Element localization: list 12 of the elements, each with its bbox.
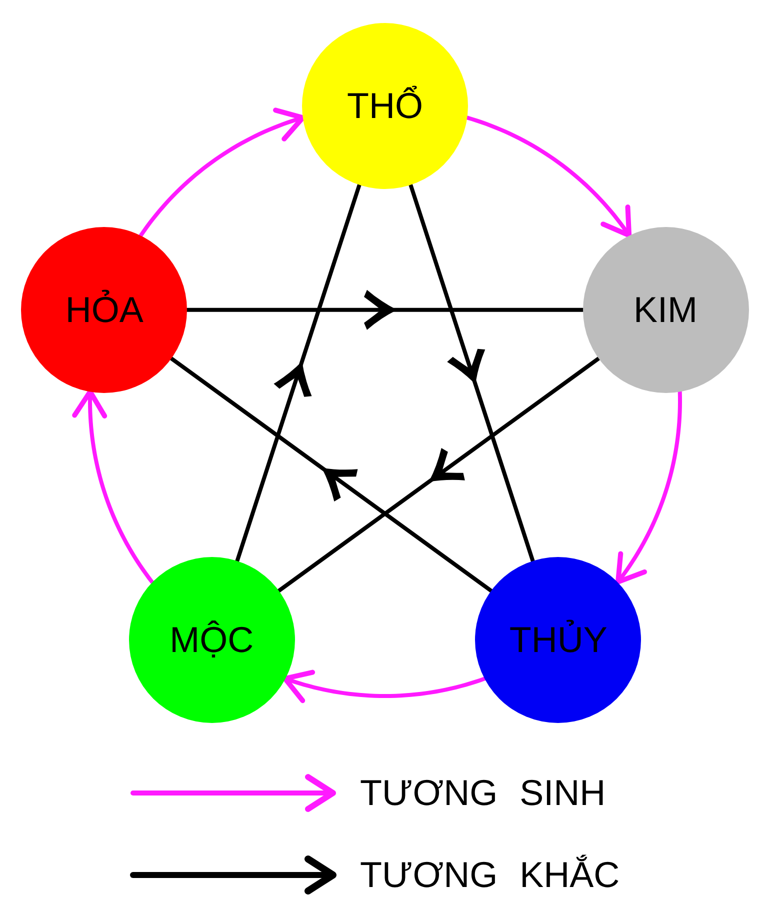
node-label: KIM (634, 289, 698, 331)
curved-arrow (72, 389, 154, 584)
node-label: THỦY (509, 618, 608, 660)
curved-arrow (138, 108, 306, 238)
legend-label: TƯƠNG SINH (360, 772, 606, 814)
node-label: THỔ (347, 85, 423, 127)
curved-arrow (616, 390, 682, 584)
node-label: HỎA (65, 289, 144, 331)
legend-label: TƯƠNG KHẮC (360, 854, 620, 896)
node-label: MỘC (170, 618, 254, 660)
curved-arrow (465, 116, 632, 238)
curved-arrow (282, 670, 488, 704)
